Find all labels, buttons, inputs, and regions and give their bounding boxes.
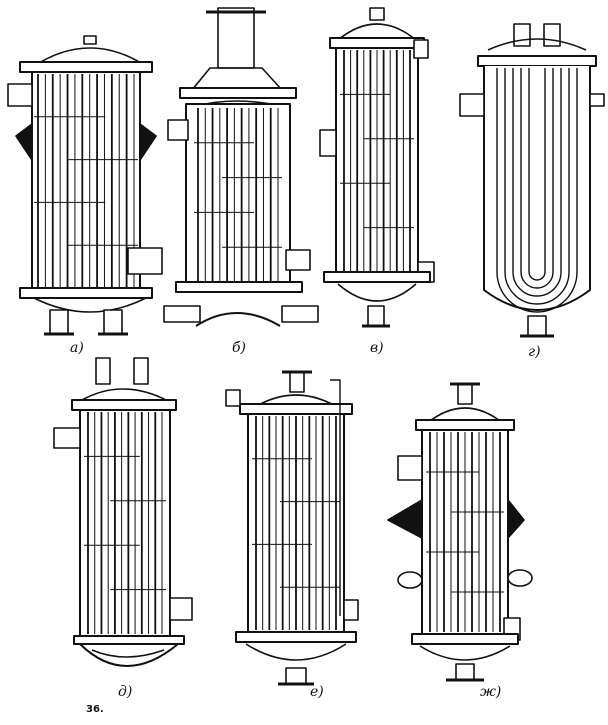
label-zh: ж) bbox=[480, 684, 502, 700]
exchanger-e bbox=[225, 370, 359, 686]
u-tube bbox=[520, 68, 554, 289]
exchanger-d bbox=[53, 357, 193, 667]
label-e: е) bbox=[310, 684, 324, 700]
label-g: г) bbox=[528, 344, 541, 360]
exchanger-v bbox=[319, 7, 435, 328]
figure-number: 36. bbox=[86, 704, 104, 715]
u-tube bbox=[528, 68, 546, 281]
u-tube bbox=[512, 68, 562, 297]
label-a: а) bbox=[70, 340, 84, 356]
label-d: д) bbox=[118, 684, 133, 700]
exchanger-a bbox=[7, 35, 163, 336]
u-tube bbox=[496, 68, 578, 313]
exchanger-b bbox=[163, 7, 319, 327]
label-v: в) bbox=[370, 340, 384, 356]
exchanger-zh bbox=[387, 382, 533, 682]
u-tube bbox=[504, 68, 570, 305]
label-b: б) bbox=[232, 340, 247, 356]
exchanger-g bbox=[459, 23, 605, 338]
